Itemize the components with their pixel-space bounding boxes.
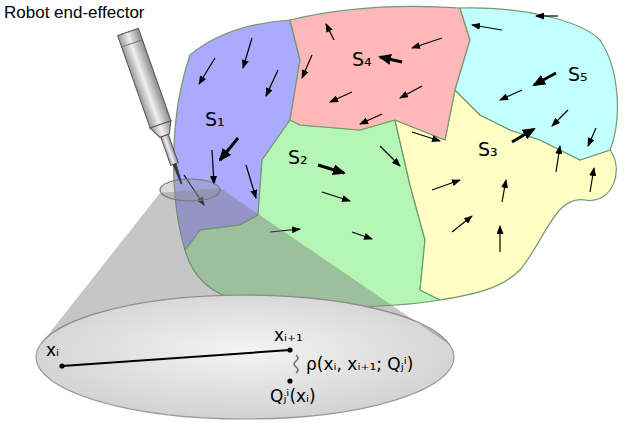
flow-arrow bbox=[412, 132, 440, 141]
zoom-cone bbox=[40, 188, 450, 345]
flow-arrow bbox=[380, 57, 402, 62]
math-label: xᵢ₊₁ bbox=[274, 325, 303, 345]
flow-arrow bbox=[472, 25, 502, 30]
flow-arrow bbox=[380, 146, 400, 166]
segment-region: S₅ bbox=[450, 0, 625, 165]
flow-arrow bbox=[590, 168, 594, 192]
flow-arrow bbox=[330, 92, 352, 102]
math-label: ρ(xᵢ, xᵢ₊₁; Qⱼⁱ) bbox=[306, 354, 413, 374]
flow-arrow bbox=[266, 70, 278, 96]
segment-region-outline bbox=[285, 0, 475, 145]
point-dot bbox=[287, 347, 292, 352]
flow-arrow bbox=[199, 58, 215, 84]
point-dot bbox=[59, 363, 64, 368]
flow-arrow bbox=[452, 216, 472, 232]
flow-arrow bbox=[502, 180, 506, 202]
zoom-ellipse: xᵢ xᵢ₊₁ρ(xᵢ, xᵢ₊₁; Qⱼⁱ) Qⱼⁱ(xᵢ) bbox=[35, 294, 455, 420]
flow-arrow bbox=[360, 114, 382, 124]
segment-line bbox=[62, 350, 290, 366]
flow-arrows bbox=[184, 16, 596, 252]
segment-label: S₅ bbox=[568, 63, 588, 86]
flow-arrow bbox=[318, 165, 344, 173]
segment-label: S₄ bbox=[352, 48, 372, 71]
flow-arrow bbox=[432, 180, 460, 190]
zoom-spot bbox=[160, 179, 220, 201]
flow-arrow bbox=[412, 38, 442, 48]
flow-arrow bbox=[220, 138, 238, 160]
flow-arrow bbox=[246, 165, 256, 198]
segment-region-outline bbox=[450, 0, 625, 165]
point-dot bbox=[287, 378, 292, 383]
flow-arrow bbox=[400, 86, 422, 98]
flow-arrow bbox=[212, 150, 214, 184]
end-effector-tool bbox=[118, 28, 192, 187]
segment-label: S₃ bbox=[478, 138, 498, 161]
flow-arrow bbox=[534, 73, 556, 85]
flow-arrow bbox=[326, 24, 334, 40]
math-label: xᵢ bbox=[46, 340, 59, 360]
flow-arrow bbox=[352, 232, 372, 239]
flow-arrow bbox=[270, 229, 300, 232]
flow-arrow bbox=[552, 110, 568, 126]
flow-arrow bbox=[500, 90, 522, 100]
flow-arrow bbox=[499, 226, 500, 252]
segment-region: S₄ bbox=[285, 0, 475, 145]
flow-arrow bbox=[556, 146, 560, 172]
tool-label: Robot end-effector bbox=[4, 3, 145, 23]
flow-arrow bbox=[512, 129, 534, 142]
segment-label: S₂ bbox=[288, 146, 308, 169]
flow-arrow bbox=[322, 192, 350, 201]
flow-arrow bbox=[184, 175, 204, 205]
segment-label: S₁ bbox=[205, 108, 225, 131]
flow-arrow bbox=[243, 38, 252, 68]
flow-arrow bbox=[536, 15, 558, 16]
flow-arrow bbox=[302, 55, 312, 78]
math-label: Qⱼⁱ(xᵢ) bbox=[270, 386, 316, 406]
distance-squiggle bbox=[294, 355, 298, 373]
flow-arrow bbox=[588, 128, 596, 146]
